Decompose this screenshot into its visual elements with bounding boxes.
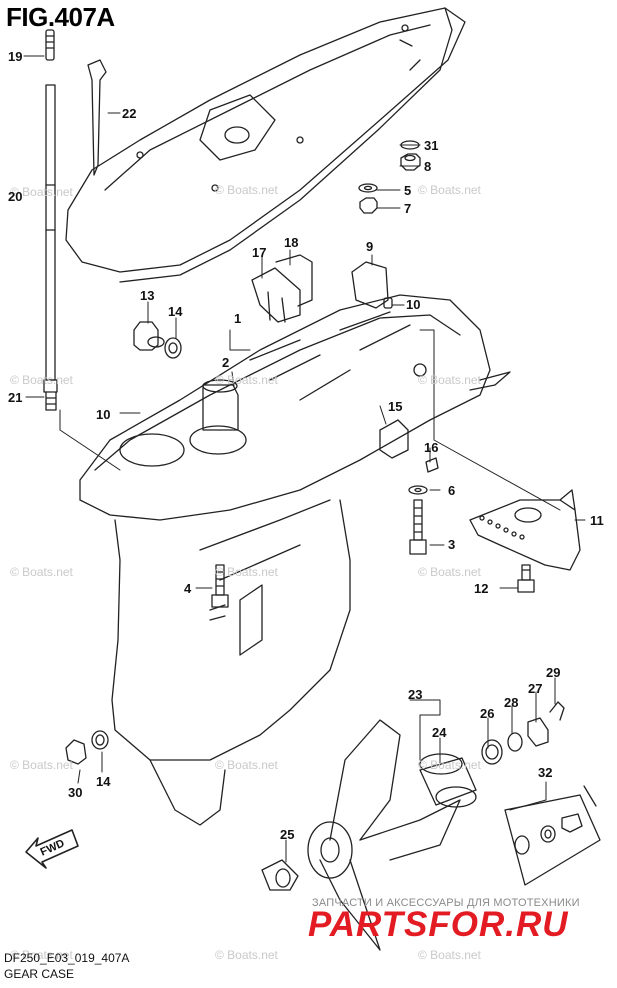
callout-26: 26: [480, 706, 495, 721]
promo-brand-logo: PARTSFOR.RU: [308, 905, 569, 944]
callout-7: 7: [404, 201, 412, 216]
watermark: © Boats.net: [418, 565, 481, 579]
callout-16: 16: [424, 440, 439, 455]
watermark: © Boats.net: [10, 565, 73, 579]
callout-5: 5: [404, 183, 412, 198]
figure-code: DF250_E03_019_407A: [4, 951, 130, 965]
callout-1: 1: [234, 311, 242, 326]
watermark: © Boats.net: [10, 373, 73, 387]
callout-15: 15: [388, 399, 403, 414]
callout-29: 29: [546, 665, 561, 680]
callout-14: 14: [168, 304, 183, 319]
callout-6: 6: [448, 483, 456, 498]
callout-25: 25: [280, 827, 295, 842]
callout-31: 31: [424, 138, 439, 153]
bolts: [211, 457, 535, 608]
callout-12: 12: [474, 581, 489, 596]
callout-20: 20: [8, 189, 23, 204]
watermark: © Boats.net: [215, 183, 278, 197]
callout-17: 17: [252, 245, 267, 260]
prop-hardware: [419, 701, 565, 808]
leader-lines: [23, 55, 586, 863]
plug-gasket-bottom: [65, 730, 109, 765]
callout-9: 9: [366, 239, 374, 254]
watermark: © Boats.net: [215, 373, 278, 387]
callout-14: 14: [96, 774, 111, 789]
watermark: © Boats.net: [418, 373, 481, 387]
callout-11: 11: [590, 513, 604, 528]
callout-10: 10: [406, 297, 421, 312]
callout-8: 8: [424, 159, 432, 174]
callout-23: 23: [408, 687, 423, 702]
callout-2: 2: [222, 355, 230, 370]
watermark: © Boats.net: [215, 758, 278, 772]
watermark: © Boats.net: [418, 758, 481, 772]
callout-30: 30: [68, 785, 83, 800]
seal-anode-parts: [251, 254, 393, 323]
watermark: © Boats.net: [418, 948, 481, 962]
callout-19: 19: [8, 49, 23, 64]
watermark: © Boats.net: [215, 948, 278, 962]
callout-4: 4: [184, 581, 192, 596]
callout-21: 21: [8, 390, 23, 405]
callout-22: 22: [122, 106, 137, 121]
upper-cover-plate: [65, 7, 466, 283]
figure-name: GEAR CASE: [4, 967, 75, 981]
watermark: © Boats.net: [10, 758, 73, 772]
lower-unit-leg: [111, 499, 351, 826]
plug-gasket-top: [133, 321, 182, 359]
fwd-arrow: [25, 829, 79, 869]
gear-case-housing: [79, 294, 511, 521]
callout-27: 27: [528, 681, 543, 696]
watermark: © Boats.net: [10, 948, 73, 962]
callout-18: 18: [284, 235, 299, 250]
promo-tagline: ЗАПЧАСТИ И АКСЕССУАРЫ ДЛЯ МОТОТЕХНИКИ: [312, 897, 580, 909]
callout-10: 10: [96, 407, 111, 422]
callout-24: 24: [432, 725, 447, 740]
watermark: © Boats.net: [418, 183, 481, 197]
callout-13: 13: [140, 288, 155, 303]
watermark: © Boats.net: [10, 185, 73, 199]
hardware-kit: [504, 785, 601, 886]
callout-32: 32: [538, 765, 553, 780]
watermark: © Boats.net: [215, 565, 278, 579]
callout-3: 3: [448, 537, 456, 552]
figure-title: FIG.407A: [6, 2, 115, 32]
trim-tab-anode: [469, 489, 581, 571]
stud-parts: [43, 29, 107, 411]
callout-28: 28: [504, 695, 519, 710]
propeller: [261, 719, 461, 951]
